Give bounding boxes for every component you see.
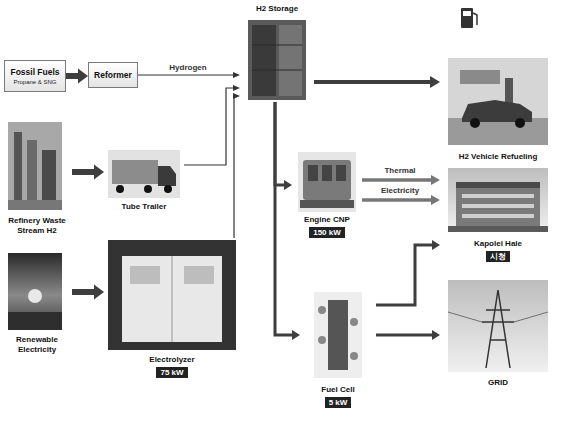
power-tag: 5 kW	[325, 397, 352, 408]
node-label: Kapolei Hale	[474, 239, 522, 249]
refinery-illustration	[8, 122, 62, 210]
flow-connector	[275, 102, 300, 340]
source-subtitle: Propane & SNG	[13, 78, 56, 86]
connector-line	[233, 96, 235, 238]
arrow-head	[284, 180, 292, 190]
connector-line	[138, 74, 234, 75]
power-tag: 75 kW	[156, 367, 187, 378]
grid-illustration	[448, 280, 548, 372]
edge-label: Hydrogen	[168, 63, 207, 73]
node-label: Engine CNP	[304, 215, 350, 225]
edge-label: Thermal	[383, 166, 416, 176]
arrow-head	[233, 85, 240, 91]
refueling-illustration	[448, 58, 548, 145]
fuel-pump-icon	[461, 8, 477, 28]
flow-connector	[184, 85, 240, 165]
flow-connector	[66, 69, 88, 84]
arrow-head	[94, 165, 104, 180]
arrow-head	[233, 72, 240, 78]
arrow-head	[233, 93, 240, 99]
engine-chp-illustration	[298, 152, 356, 212]
tube-trailer-illustration	[108, 150, 180, 198]
arrow-head	[432, 240, 440, 250]
connector-line	[184, 88, 234, 165]
electrolyzer-node: Electrolyzer 75 kW	[104, 238, 240, 378]
refinery-node: Refinery Waste Stream H2	[2, 120, 72, 236]
connector-line	[362, 178, 433, 182]
refueling-node: H2 Vehicle Refueling	[440, 56, 556, 162]
connector-line	[66, 73, 80, 79]
node-label: Tube Trailer	[122, 202, 167, 212]
source-box: Fossil FuelsPropane & SNG	[4, 60, 66, 92]
flow-connector	[362, 195, 440, 205]
renewable-illustration	[8, 253, 62, 330]
city-hall-node: Kapolei Hale 시청	[440, 166, 556, 262]
node-label: Refinery Waste Stream H2	[2, 216, 72, 236]
flow-connector	[376, 240, 440, 305]
fuel-cell-illustration	[314, 292, 362, 378]
process-box: Reformer	[88, 62, 138, 88]
storage-illustration	[248, 20, 306, 100]
flow-connector	[72, 285, 104, 300]
node-label: Fossil Fuels	[10, 67, 59, 78]
connector-line	[314, 80, 432, 84]
connector-line	[362, 198, 433, 202]
renewable-node: Renewable Electricity	[2, 251, 72, 355]
connector-line	[72, 289, 96, 295]
flow-connector	[233, 93, 240, 238]
node-label: Renewable Electricity	[2, 335, 72, 355]
flow-connector	[275, 102, 292, 190]
grid-node: GRID	[440, 278, 556, 388]
engine-node: Engine CNP 150 kW	[292, 150, 362, 238]
node-label: Fuel Cell	[321, 385, 354, 395]
flow-connector	[376, 330, 440, 340]
node-label: Reformer	[94, 70, 132, 81]
arrow-head	[430, 76, 440, 88]
fuel-cell-node: Fuel Cell 5 kW	[300, 288, 376, 408]
power-tag: 150 kW	[309, 227, 345, 238]
electrolyzer-illustration	[108, 240, 236, 350]
arrow-head	[292, 330, 300, 340]
trailer-node: Tube Trailer	[104, 146, 184, 212]
node-label: Electrolyzer	[149, 355, 194, 365]
arrow-head	[78, 69, 88, 84]
flow-connector	[362, 175, 440, 185]
connector-line	[275, 102, 294, 335]
flow-connector	[72, 165, 104, 180]
city-hall-illustration	[448, 168, 548, 232]
node-label: H2 Storage	[256, 4, 298, 14]
node-label: GRID	[488, 378, 508, 388]
edge-label: Electricity	[380, 186, 420, 196]
connector-line	[72, 169, 96, 175]
arrow-head	[432, 330, 440, 340]
arrow-head	[94, 285, 104, 300]
arrow-head	[431, 195, 440, 205]
node-label: H2 Vehicle Refueling	[459, 152, 538, 162]
flow-connector	[314, 76, 440, 88]
connector-line	[376, 334, 434, 337]
storage-node: H2 Storage	[240, 4, 314, 102]
korean-tag: 시청	[486, 251, 510, 262]
connector-line	[275, 102, 286, 185]
connector-line	[376, 245, 434, 305]
arrow-head	[431, 175, 440, 185]
